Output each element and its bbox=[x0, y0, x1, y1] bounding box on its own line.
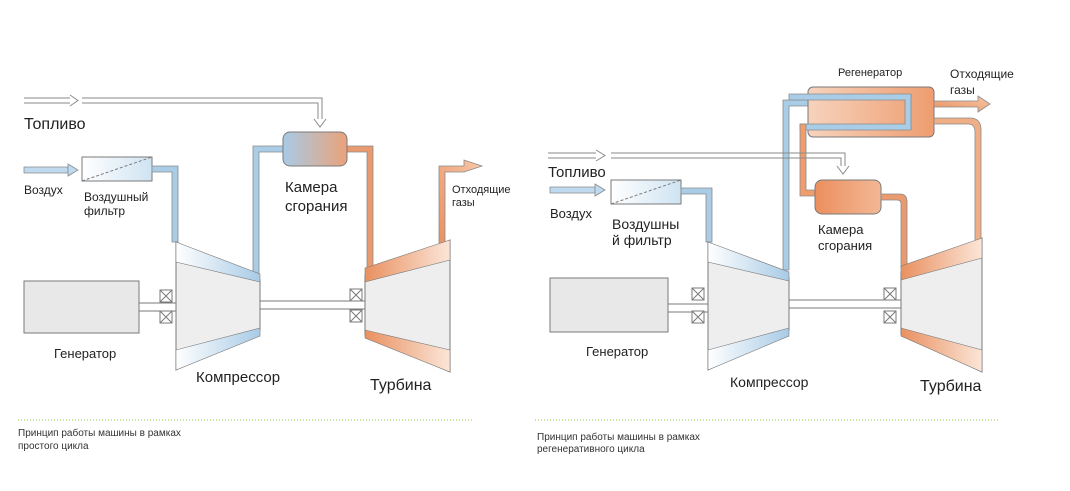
regen-exhaust-label-1: Отходящие bbox=[950, 67, 1014, 81]
compressor-label: Компрессор bbox=[196, 369, 280, 386]
air-filter-label-2: фильтр bbox=[84, 204, 125, 218]
regen-air-filter-label-2: й фильтр bbox=[612, 232, 672, 248]
regenerator-label: Регенератор bbox=[838, 67, 902, 79]
bearing-icon bbox=[883, 287, 897, 324]
regen-air-label: Воздух bbox=[550, 206, 593, 221]
regen-air-inlet-arrow bbox=[549, 183, 606, 197]
caption-line-1: Принцип работы машины в рамках bbox=[18, 427, 181, 439]
regen-exhaust-label-2: газы bbox=[950, 83, 975, 97]
hot-duct-chamber-to-turbine bbox=[346, 145, 374, 269]
exhaust-label-1: Отходящие bbox=[452, 184, 511, 196]
regen-fuel-label: Топливо bbox=[548, 164, 606, 181]
fuel-line-regen bbox=[548, 149, 850, 175]
air-filter bbox=[81, 156, 153, 182]
regen-caption-line-1: Принцип работы машины в рамках bbox=[537, 431, 700, 443]
caption-line-2: простого цикла bbox=[18, 441, 89, 452]
shaft-generator-compressor bbox=[138, 302, 177, 312]
turbine-label: Турбина bbox=[370, 377, 432, 394]
regen-compressor-label: Компрессор bbox=[730, 374, 809, 390]
compressor bbox=[175, 241, 261, 371]
simple-cycle-diagram: Топливо Воздух Воздушный фильтр Камера с… bbox=[18, 94, 511, 452]
regen-compressor bbox=[707, 241, 790, 371]
exhaust-duct-regen bbox=[933, 95, 991, 113]
air-inlet-arrow bbox=[23, 163, 79, 177]
regenerative-cycle-diagram: Регенератор Отходящие газы Топливо Возду… bbox=[535, 67, 1014, 455]
regen-cold-duct-filter-to-compressor bbox=[680, 187, 713, 243]
regen-turbine-label: Турбина bbox=[920, 378, 982, 395]
combustion-chamber-label-1: Камера bbox=[285, 179, 338, 196]
cold-duct-compressor-to-chamber bbox=[252, 145, 287, 275]
fuel-line-simple bbox=[24, 94, 327, 128]
fuel-label: Топливо bbox=[24, 116, 86, 133]
combustion-chamber-label-2: сгорания bbox=[285, 198, 347, 215]
regen-chamber-label-2: сгорания bbox=[818, 238, 872, 253]
regen-generator-label: Генератор bbox=[586, 344, 648, 359]
generator bbox=[23, 280, 140, 334]
bearing-icon bbox=[159, 289, 173, 324]
regen-caption-line-2: регенеративного цикла bbox=[537, 444, 645, 455]
regen-main-shaft bbox=[788, 299, 902, 309]
exhaust-duct-simple bbox=[438, 159, 484, 247]
bearing-icon bbox=[691, 287, 705, 324]
main-shaft bbox=[259, 300, 366, 310]
generator-label: Генератор bbox=[54, 346, 116, 361]
combustion-chamber bbox=[282, 131, 348, 167]
air-label: Воздух bbox=[24, 183, 63, 197]
regen-generator bbox=[549, 277, 669, 333]
cold-duct-filter-to-compressor bbox=[151, 165, 179, 243]
turbine bbox=[364, 239, 451, 373]
exhaust-label-2: газы bbox=[452, 197, 475, 209]
regen-chamber-label-1: Камера bbox=[818, 222, 864, 237]
regen-turbine bbox=[900, 237, 983, 373]
bearing-icon bbox=[349, 288, 363, 323]
regen-air-filter-label-1: Воздушны bbox=[612, 216, 679, 232]
air-filter-label-1: Воздушный bbox=[84, 190, 148, 204]
regen-hot-duct-chamber-to-turbine bbox=[880, 193, 908, 269]
regen-combustion-chamber bbox=[814, 179, 882, 215]
regen-air-filter bbox=[610, 179, 682, 205]
hot-duct-turbine-to-regenerator bbox=[933, 117, 982, 247]
